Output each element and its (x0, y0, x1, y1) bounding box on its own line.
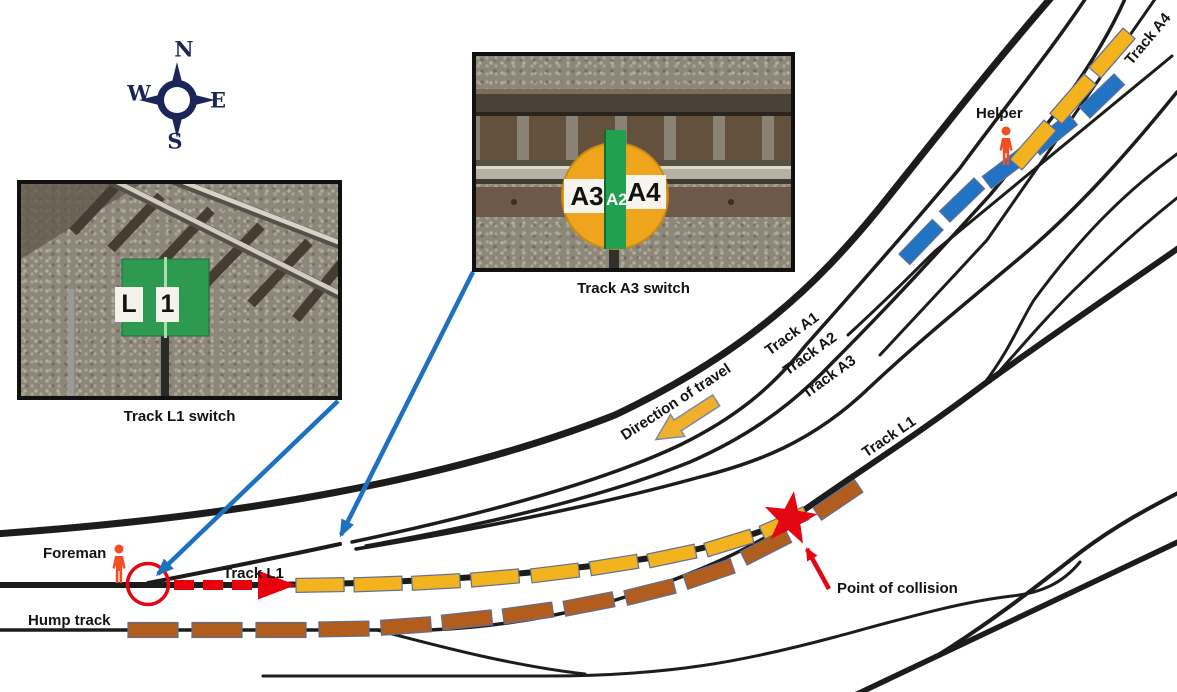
track-line-0 (0, 0, 1054, 538)
hump-track-label: Hump track (28, 612, 111, 629)
photo-l1-caption: Track L1 switch (123, 408, 236, 425)
photo-l1-pointer-arrow (155, 399, 340, 577)
foreman-label: Foreman (43, 545, 107, 562)
shove-direction-arrow (174, 570, 296, 600)
hump_brown-car-0 (127, 621, 179, 639)
train-cars (127, 27, 1136, 639)
compass-n: N (174, 36, 194, 62)
track-line-2 (350, 0, 1087, 544)
blue-car-4 (1078, 73, 1126, 119)
track-line-9 (988, 196, 1177, 384)
helper-label: Helper (976, 105, 1023, 122)
collision-arrow (805, 547, 831, 591)
helper-person-icon (999, 126, 1013, 165)
l1_yellow-car-4 (529, 562, 581, 584)
hump_brown-car-4 (379, 616, 433, 636)
compass-w: W (127, 80, 151, 106)
hump_brown-car-3 (318, 620, 370, 638)
l1_yellow-car-1 (353, 575, 403, 593)
foreman-person-icon (112, 544, 126, 583)
track-line-11 (375, 628, 587, 676)
photo-a3-scene (476, 89, 791, 268)
hump_brown-car-5 (440, 609, 494, 631)
photo-track-l1-switch: L 1 (17, 180, 342, 400)
track-line-1 (146, 542, 342, 585)
photo-a3-caption: Track A3 switch (577, 280, 690, 297)
collision-star (764, 491, 818, 544)
a4_yellow-car-2 (1088, 27, 1136, 79)
photo-l1-scene (21, 184, 338, 396)
track-line-8 (981, 152, 1177, 387)
track-line-5 (878, 0, 1157, 357)
l1-switch-highlight-circle (125, 561, 171, 607)
hump_brown-car-10 (739, 528, 793, 566)
l1-sign-letter-1: 1 (156, 287, 179, 322)
a3-sign-a2-blade: A2 (604, 130, 628, 249)
l1_yellow-car-0 (295, 576, 345, 594)
l1_yellow-car-7 (703, 528, 755, 558)
compass-rose (139, 62, 215, 138)
a4_yellow-car-0 (1009, 119, 1057, 171)
photo-track-a3-switch: A3 A4 A2 (472, 52, 795, 272)
a3-sign-a3: A3 (564, 179, 610, 213)
hump_brown-car-6 (501, 601, 555, 625)
direction-of-travel-arrow (654, 393, 721, 441)
l1-sign-letter-l: L (115, 287, 143, 322)
hump_brown-car-9 (682, 558, 736, 590)
hump_brown-car-2 (255, 621, 307, 639)
hump_brown-car-1 (191, 621, 243, 639)
compass-s: S (167, 128, 183, 154)
hump_brown-car-8 (623, 577, 677, 607)
a4_yellow-car-1 (1049, 73, 1097, 125)
track-line-14 (938, 491, 1177, 656)
track-line-6 (846, 54, 1174, 337)
l1_yellow-car-5 (588, 553, 640, 577)
l1_yellow-car-3 (469, 568, 521, 588)
compass-e: E (209, 87, 227, 113)
track-line-13 (854, 539, 1177, 692)
hump_brown-car-11 (812, 478, 864, 522)
point-of-collision-label: Point of collision (837, 580, 958, 597)
blue-car-0 (898, 218, 944, 266)
photo-a3-pointer-arrow (338, 270, 476, 538)
track-line-10 (0, 519, 794, 632)
hump_brown-car-7 (562, 591, 616, 617)
l1_yellow-car-2 (411, 573, 461, 591)
blue-car-1 (938, 177, 986, 223)
track-line-4 (354, 90, 1177, 551)
track-l1-arrow-label: Track L1 (223, 565, 284, 582)
a3-sign-a4: A4 (622, 175, 666, 209)
l1_yellow-car-6 (646, 543, 698, 569)
